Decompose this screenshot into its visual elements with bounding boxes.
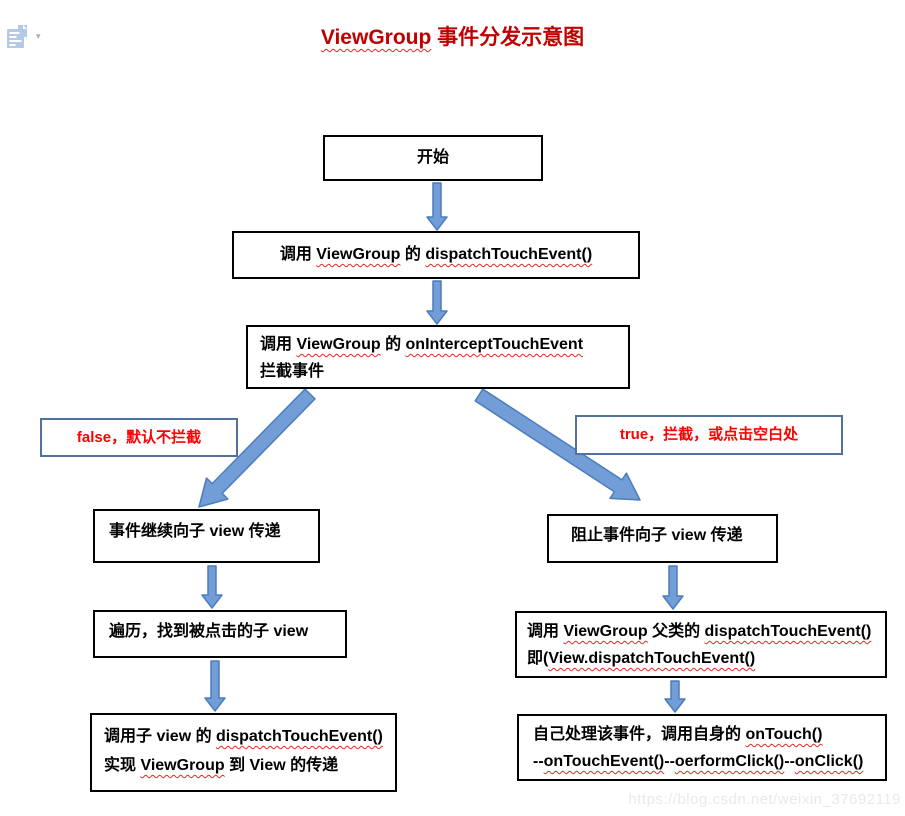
paste-options-icon [7,25,27,48]
arrow-traverse-to-child-dispatch [204,660,226,712]
arrow-super-to-handle-self [664,680,686,713]
flow-box-call-child-dispatch: 调用子 view 的 dispatchTouchEvent()实现 ViewGr… [90,713,397,792]
arrow-continue-to-traverse [201,565,223,609]
paste-options-button[interactable]: ▾ [6,24,41,49]
flow-box-start: 开始 [323,135,543,181]
watermark-url: https://blog.csdn.net/weixin_37692119 [628,791,901,808]
flow-box-traverse-find-child: 遍历，找到被点击的子 view [93,610,347,658]
arrow-dispatch-to-intercept [426,280,448,325]
chevron-down-icon[interactable]: ▾ [36,31,41,41]
flow-box-block-to-child-view: 阻止事件向子 view 传递 [547,514,778,563]
arrow-branch-false-diagonal [198,388,316,508]
arrow-branch-true-diagonal [474,388,641,501]
branch-label-false: false，默认不拦截 [40,418,238,457]
arrow-start-to-dispatch [426,182,448,231]
flow-box-call-super-dispatch: 调用 ViewGroup 父类的 dispatchTouchEvent()即(V… [515,611,887,678]
arrow-block-to-super-dispatch [662,565,684,610]
diagram-title: ViewGroup 事件分发示意图 [320,26,585,49]
flow-box-handle-event-self: 自己处理该事件，调用自身的 onTouch()--onTouchEvent()-… [517,714,887,781]
branch-label-true: true，拦截，或点击空白处 [575,415,843,455]
flow-box-dispatch-touch-event: 调用 ViewGroup 的 dispatchTouchEvent() [232,231,640,279]
flow-box-continue-to-child-view: 事件继续向子 view 传递 [93,509,320,563]
